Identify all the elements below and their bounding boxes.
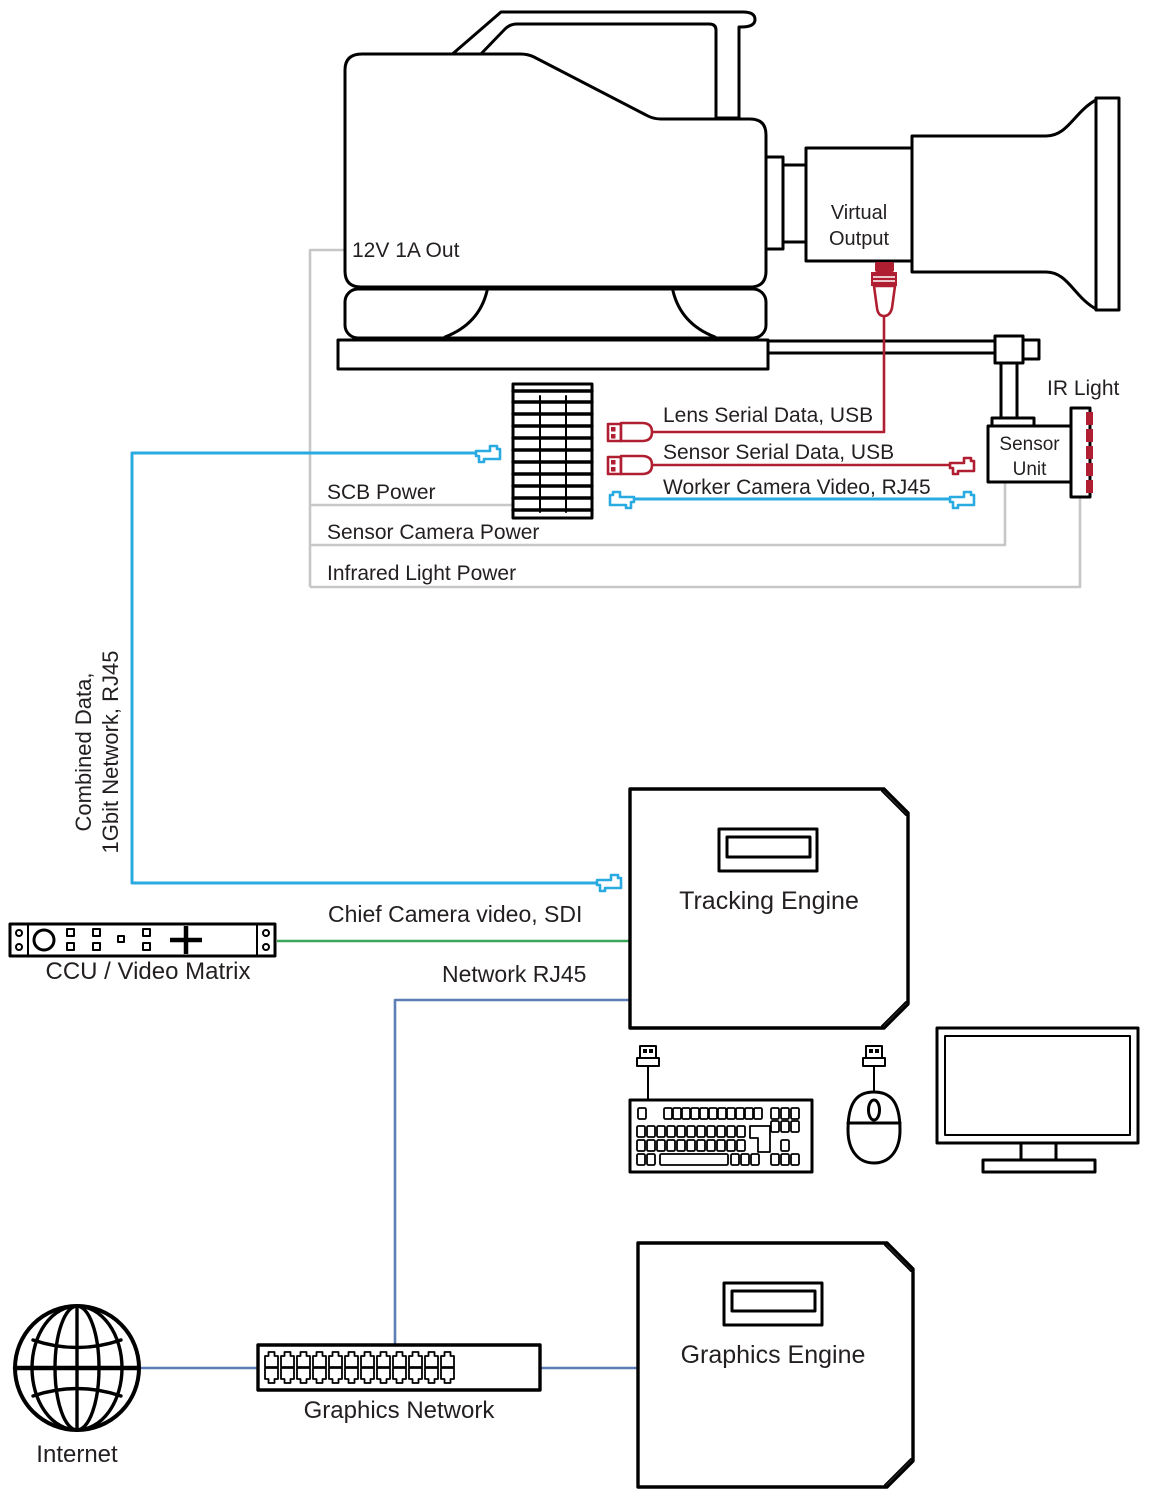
network-rj45-cable [393,998,630,1345]
rod-clamp [993,334,1025,365]
lens-serial-cable [652,316,886,434]
rod-post [999,361,1019,420]
monitor [935,1026,1140,1174]
label-sensor-unit-line2: Unit [1012,459,1047,480]
sensor-camera-power-cable [310,482,1007,547]
mounting-rod [766,339,997,355]
graphics-network-switch [256,1343,542,1392]
label-combined-data: Combined Data, 1Gbit Network, RJ45 [70,622,124,882]
ccu-rack-ear-dividers [27,923,258,957]
keyboard [628,1045,814,1174]
rj45-plug-scb [474,444,502,464]
internet-globe [12,1304,142,1432]
keyboard-keys [636,1107,800,1166]
scb-breakout-box [511,382,594,520]
ccu-buttons [66,928,151,951]
usb-plug-sensor-serial [606,454,654,476]
camera-shoulder-pad [343,287,768,340]
scb-fins [511,389,594,512]
rj45-plug-worker-left [608,490,636,510]
monitor-base [981,1158,1097,1174]
label-scb-power: SCB Power [327,481,436,504]
ccu-video-matrix [8,922,277,958]
label-virtual-output-line2: Output [828,228,890,250]
graphics-engine-corner-accents [884,1244,912,1486]
network-cables [141,998,637,1370]
lens-mount-step1 [764,155,785,251]
virtual-output-connector [871,262,897,318]
label-lens-serial: Lens Serial Data, USB [663,404,874,427]
graphics-engine-chassis [636,1241,915,1489]
rod-clamp-knob [1021,338,1041,361]
tracking-engine-corner-accents [881,790,907,1027]
ccu-cross-control [170,926,202,954]
camera [336,10,1121,371]
camera-base-plate [336,338,770,371]
sensor-unit-box [986,424,1073,484]
power-trunk-cable [308,248,345,587]
label-sensor-unit-line1: Sensor [999,434,1060,455]
combined-data-cable [130,451,597,885]
label-camera-power: 12V 1A Out [352,239,460,262]
lens-hood-ring [1094,96,1121,312]
ccu-knob [32,928,56,952]
infrared-power-cable [310,498,1082,589]
label-combined-data-line1: Combined Data, [71,672,96,832]
camera-body [343,52,768,289]
graphics-engine-drive-slot [730,1289,817,1313]
tracking-engine-box [628,787,910,1030]
mouse [846,1045,902,1165]
keyboard-usb-plug [636,1045,660,1101]
label-sensor-unit: Sensor Unit [988,432,1071,482]
label-worker-video: Worker Camera Video, RJ45 [663,476,931,499]
label-ccu: CCU / Video Matrix [45,958,251,985]
rj45-plug-tracking-engine [595,873,623,893]
label-virtual-output: Virtual Output [806,200,912,252]
monitor-screen [944,1035,1131,1136]
power-cables [308,248,1082,589]
label-chief-video: Chief Camera video, SDI [328,901,583,927]
label-sensor-serial: Sensor Serial Data, USB [663,441,895,464]
label-graphics-network: Graphics Network [303,1397,495,1424]
lens-mount-step2 [781,163,808,244]
lens-barrel [910,98,1098,311]
ccu-rack-screws [15,929,270,951]
label-internet: Internet [36,1441,118,1468]
serial-cables [606,262,976,476]
monitor-frame [935,1026,1140,1145]
label-network-rj45: Network RJ45 [442,961,587,987]
mouse-usb-plug [862,1045,886,1096]
graphics-engine-box [636,1241,915,1489]
label-ir-light: IR Light [1047,377,1120,400]
tracking-engine-chassis [628,787,910,1030]
label-tracking-engine: Tracking Engine [679,887,859,915]
shoulder-pad-curve-right [671,289,717,339]
mouse-scroll-wheel [867,1098,881,1122]
cyan-cables [130,444,976,893]
mouse-body [846,1090,902,1165]
label-sensor-camera-power: Sensor Camera Power [327,521,540,544]
shoulder-pad-curve-left [443,289,489,339]
label-infrared-power: Infrared Light Power [327,562,517,585]
label-virtual-output-line1: Virtual [830,202,888,224]
usb-plug-lens-serial [606,421,654,443]
globe-latitudes [31,1338,123,1398]
tracking-engine-drive-slot [725,835,812,859]
ir-light-leds [1086,412,1093,493]
scb-fin-dividers [539,395,567,513]
label-graphics-engine: Graphics Engine [680,1341,866,1369]
label-combined-data-line2: 1Gbit Network, RJ45 [98,650,123,854]
sensor-rig [766,334,1093,499]
rj45-plug-worker-right [948,490,976,510]
rj45-plug-sensor-serial [948,456,976,476]
